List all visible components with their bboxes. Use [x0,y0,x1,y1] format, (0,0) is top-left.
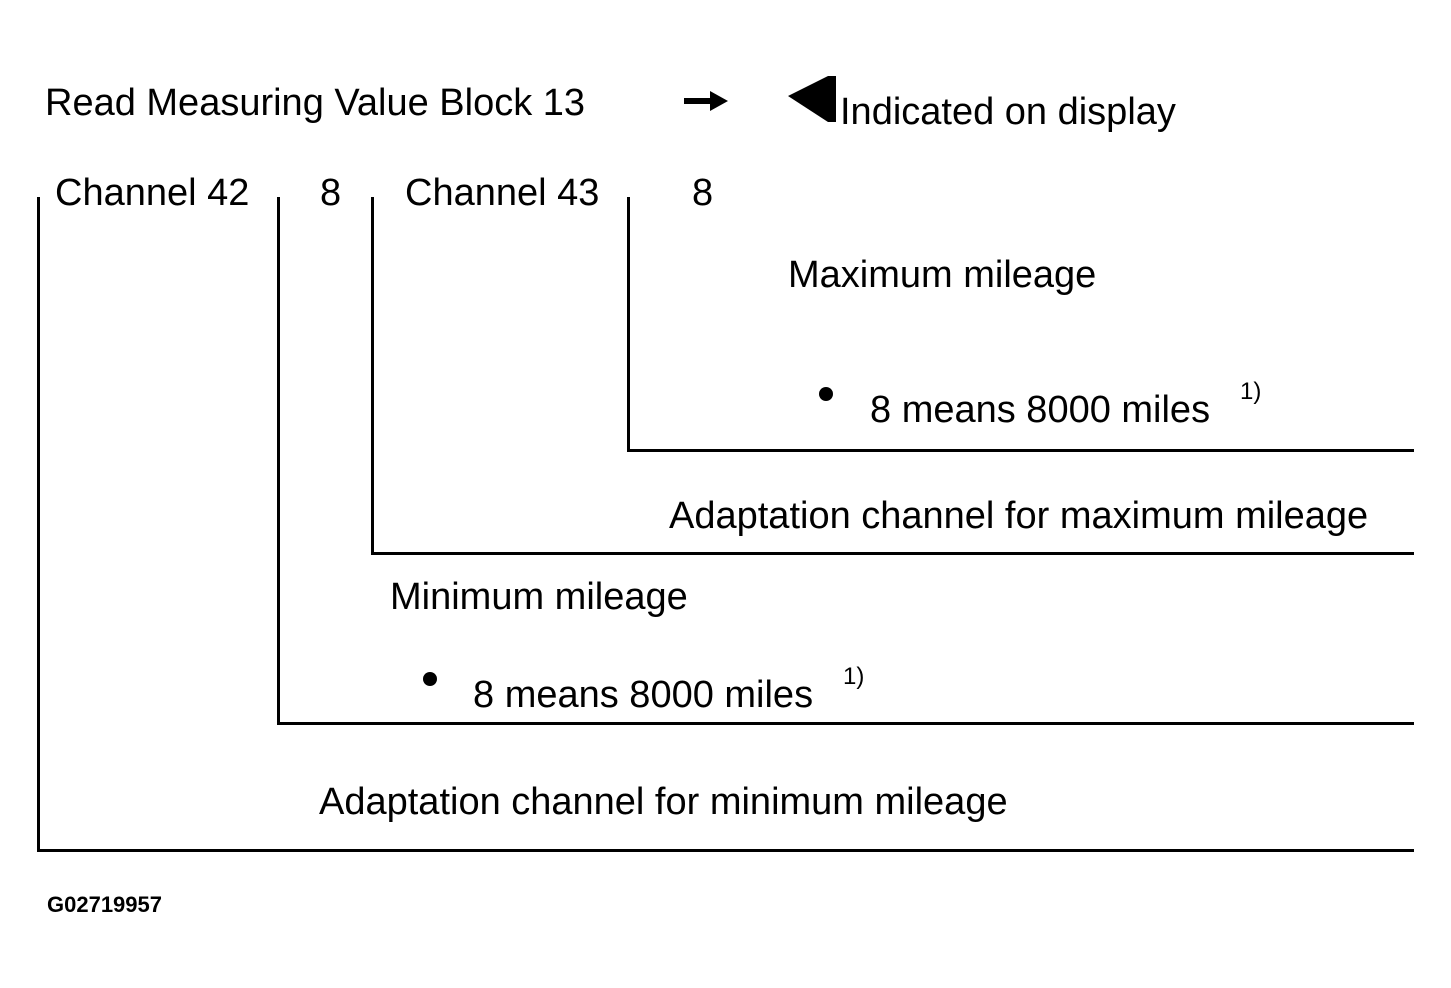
bracket-channel-42-value-vertical [277,197,280,725]
channel-43-value: 8 [692,172,714,214]
minimum-mileage-label: Minimum mileage [390,576,688,618]
bracket-channel-43-vertical [371,197,374,555]
minimum-note-footnote: 1) [843,663,865,690]
maximum-note-footnote: 1) [1240,378,1262,405]
adaptation-channel-max-label: Adaptation channel for maximum mileage [669,495,1369,537]
bracket-channel-43-value-horizontal [627,449,1414,452]
right-arrow-icon [684,91,728,111]
measuring-block-title: Read Measuring Value Block 13 [45,82,586,124]
channel-43-label: Channel 43 [405,172,600,214]
minimum-note-bullet [423,672,437,686]
bracket-channel-42-horizontal [37,849,1414,852]
figure-id: G02719957 [47,892,162,917]
adaptation-channel-min-label: Adaptation channel for minimum mileage [319,781,1008,823]
minimum-note-text: 8 means 8000 miles [473,674,814,716]
bracket-channel-43-horizontal [371,552,1414,555]
bracket-channel-42-value-horizontal [277,722,1414,725]
left-triangle-pointer-icon [788,76,836,122]
indicated-on-display-label: Indicated on display [840,91,1176,133]
bracket-channel-42-vertical [37,197,40,852]
bracket-channel-43-value-vertical [627,197,630,452]
maximum-note-text: 8 means 8000 miles [870,389,1211,431]
channel-42-value: 8 [320,172,342,214]
channel-42-label: Channel 42 [55,172,250,214]
maximum-mileage-label: Maximum mileage [788,254,1097,296]
maximum-note-bullet [819,387,833,401]
